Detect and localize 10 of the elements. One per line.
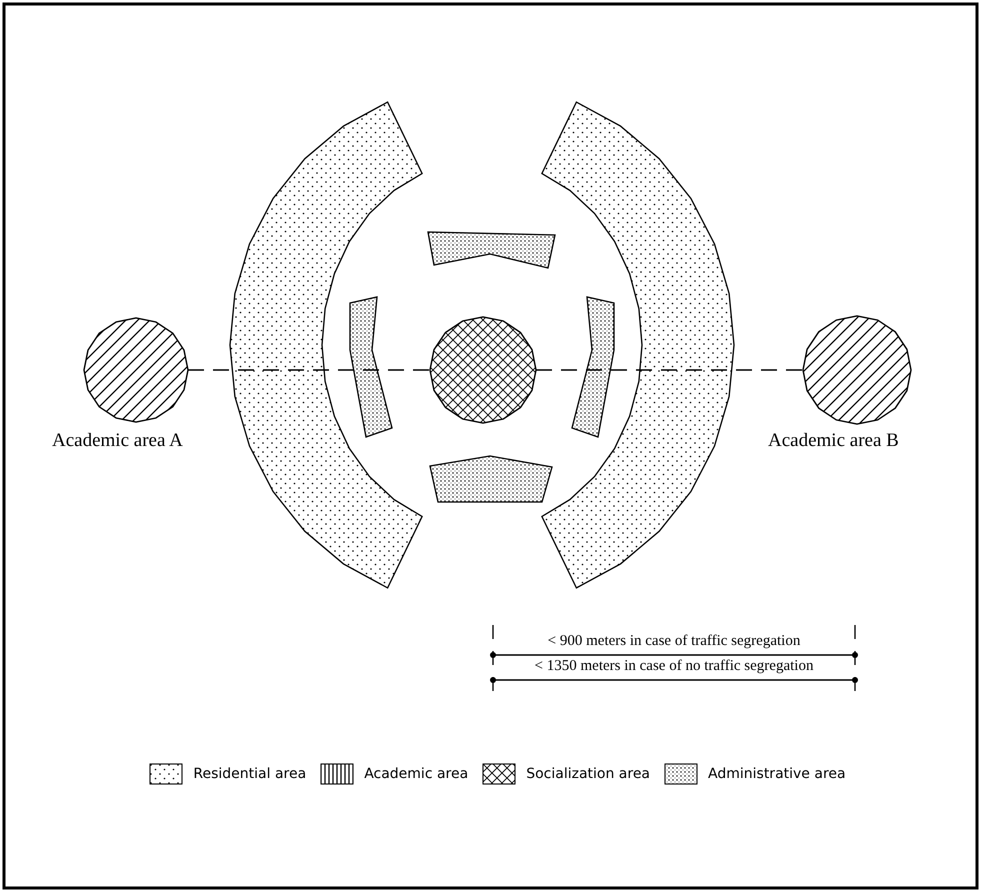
- dimension-label: < 1350 meters in case of no traffic segregation: [534, 658, 814, 675]
- zone-label: Academic area B: [768, 430, 899, 452]
- dimension-label: < 900 meters in case of traffic segregation: [546, 633, 802, 650]
- legend-label: Administrative area: [708, 766, 846, 782]
- connector-line: [188, 369, 430, 371]
- connector-line: [536, 369, 803, 371]
- legend-label: Socialization area: [526, 766, 650, 782]
- legend-label: Residential area: [193, 766, 306, 782]
- legend-label: Academic area: [364, 766, 468, 782]
- zone-label: Academic area A: [52, 430, 183, 452]
